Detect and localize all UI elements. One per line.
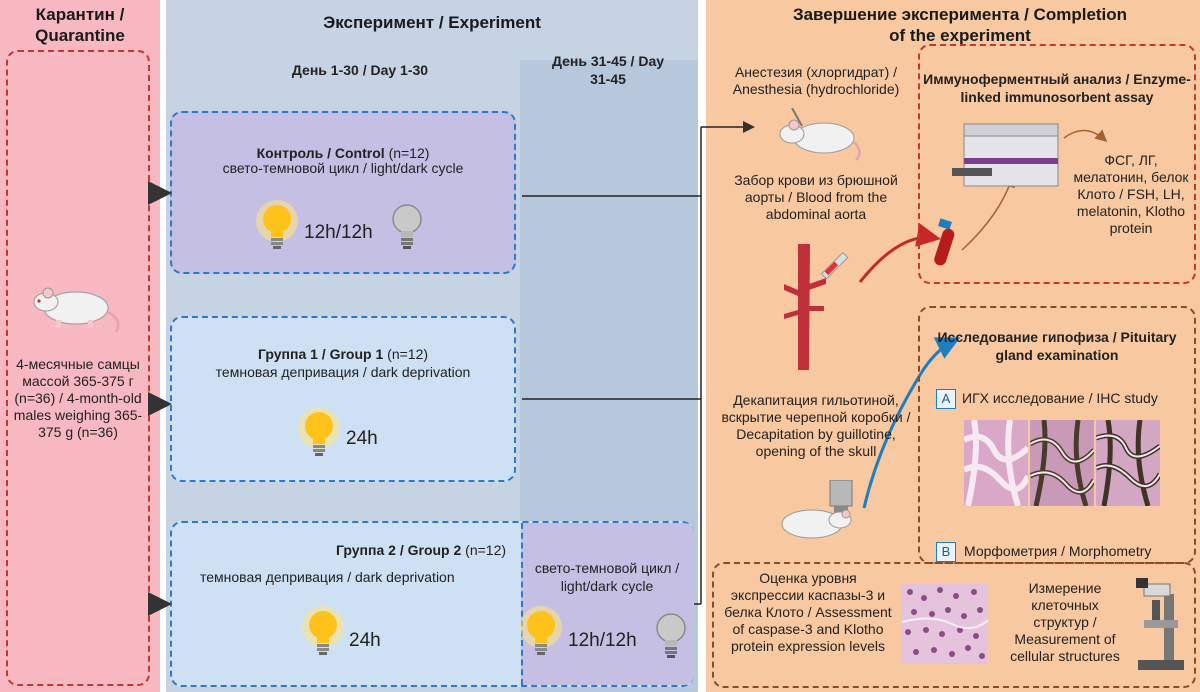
control-group-box bbox=[170, 111, 516, 274]
ihc-letter-badge: A bbox=[936, 389, 956, 409]
completion-header: Завершение эксперимента / Completion of … bbox=[792, 5, 1128, 45]
group1-hours: 24h bbox=[346, 428, 378, 449]
group2-day31-hours: 12h/12h bbox=[568, 630, 637, 651]
lit-bulb-icon bbox=[254, 197, 300, 261]
arrow-blood-to-tube bbox=[858, 223, 941, 283]
control-group-name: Контроль / Control bbox=[256, 145, 385, 161]
quarantine-header: Карантин / Quarantine bbox=[35, 5, 125, 45]
blood-collection-text: Забор крови из брюшной аорты / Blood fro… bbox=[734, 172, 898, 222]
quarantine-box bbox=[6, 50, 150, 686]
group2-hours: 24h bbox=[349, 630, 381, 651]
lit-bulb-icon bbox=[300, 603, 346, 667]
anesthesia-text: Анестезия (хлоргидрат) / Anesthesia (hyd… bbox=[732, 64, 900, 97]
arrow-skull-to-pituitary bbox=[862, 337, 961, 509]
group2-day31-box bbox=[521, 523, 694, 685]
group1-condition: темновая депривация / dark deprivation bbox=[215, 364, 471, 380]
quarantine-panel bbox=[0, 0, 160, 692]
group1-box bbox=[170, 316, 516, 482]
experiment-header: Эксперимент / Experiment bbox=[323, 13, 541, 32]
group1-title: Группа 1 / Group 1 (n=12) bbox=[172, 346, 514, 362]
ihc-label: ИГХ исследование / IHC study bbox=[962, 390, 1158, 406]
blood-tube-icon bbox=[930, 218, 960, 270]
elisa-box bbox=[918, 44, 1196, 284]
group2-day31-condition: свето-темновой цикл / light/dark cycle bbox=[534, 560, 680, 594]
guillotine-rat-icon bbox=[776, 480, 866, 546]
arrow-analyzer-to-targets bbox=[1063, 129, 1108, 143]
quarantine-animals-text: 4-месячные самцы массой 365-375 г (n=36)… bbox=[13, 356, 143, 440]
decapitation-text: Декапитация гильотиной, вскрытие черепно… bbox=[721, 392, 911, 459]
control-group-title: Контроль / Control (n=12) bbox=[172, 145, 514, 161]
group2-name: Группа 2 / Group 2 bbox=[336, 542, 462, 558]
rat-icon bbox=[28, 280, 128, 338]
ihc-micrograph-2 bbox=[1030, 420, 1094, 506]
morphometry-box bbox=[712, 562, 1196, 688]
lit-bulb-icon bbox=[518, 603, 564, 667]
ihc-micrograph-1 bbox=[964, 420, 1028, 506]
ihc-micrograph-3 bbox=[1096, 420, 1160, 506]
aorta-icon bbox=[778, 244, 858, 370]
anesthetized-rat-icon bbox=[770, 108, 866, 164]
control-hours: 12h/12h bbox=[304, 222, 373, 243]
microscope-icon bbox=[1130, 574, 1192, 674]
group2-condition: темновая депривация / dark deprivation bbox=[200, 569, 455, 585]
morph-letter-badge: B bbox=[936, 542, 956, 562]
period-day-31-45: День 31-45 / Day 31-45 bbox=[551, 53, 665, 87]
unlit-bulb-icon bbox=[654, 610, 688, 670]
elisa-title: Иммуноферментный анализ / Enzyme-linked … bbox=[923, 71, 1191, 105]
period-day-1-30: День 1-30 / Day 1-30 bbox=[291, 62, 429, 78]
elisa-targets: ФСГ, ЛГ, мелатонин, белок Клото / FSH, L… bbox=[1073, 152, 1189, 236]
morph-label: Морфометрия / Morphometry bbox=[964, 543, 1152, 559]
control-group-n: (n=12) bbox=[388, 145, 430, 161]
group1-n: (n=12) bbox=[387, 346, 429, 362]
pituitary-title: Исследование гипофиза / Pituitary gland … bbox=[937, 329, 1177, 363]
group2-n: (n=12) bbox=[465, 542, 507, 558]
control-group-condition: свето-темновой цикл / light/dark cycle bbox=[222, 160, 464, 176]
analyzer-icon bbox=[950, 118, 1062, 196]
stained-tissue-micrograph bbox=[902, 584, 988, 664]
group2-title: Группа 2 / Group 2 (n=12) bbox=[336, 542, 506, 558]
measurement-text: Измерение клеточных структур / Measureme… bbox=[1010, 580, 1120, 664]
caspase-text: Оценка уровня экспрессии каспазы-3 и бел… bbox=[724, 570, 892, 654]
lit-bulb-icon bbox=[296, 404, 342, 468]
unlit-bulb-icon bbox=[390, 201, 424, 261]
group1-name: Группа 1 / Group 1 bbox=[257, 346, 384, 362]
